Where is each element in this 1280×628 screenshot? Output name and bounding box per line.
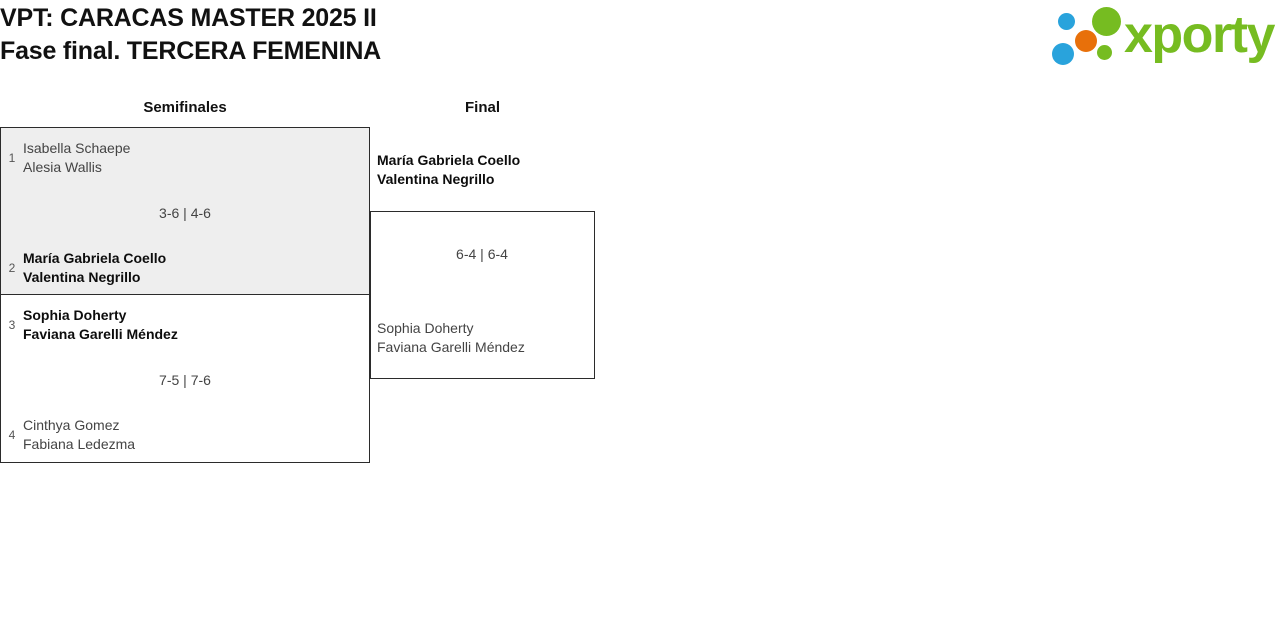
match-team-bottom[interactable]: 4 Cinthya Gomez Fabiana Ledezma [1,416,135,454]
logo-dot-green-small [1097,45,1112,60]
logo-dot-orange [1075,30,1097,52]
match-final[interactable] [370,211,595,379]
logo-dot-blue-bottom [1052,43,1074,65]
logo-wordmark: xporty [1124,6,1275,64]
match-score: 7-5 | 7-6 [159,372,211,388]
player-name: Cinthya Gomez [23,417,120,433]
final-team-loser[interactable]: Sophia Doherty Faviana Garelli Méndez [370,319,595,357]
team-players: Isabella Schaepe Alesia Wallis [23,139,130,177]
player-name: Sophia Doherty [377,320,474,336]
player-name: Faviana Garelli Méndez [23,326,178,342]
logo-dot-blue-top [1058,13,1075,30]
match-score: 3-6 | 4-6 [159,205,211,221]
player-name: María Gabriela Coello [377,152,521,168]
player-name: Sophia Doherty [23,307,127,323]
team-seed: 4 [8,428,16,442]
match-team-bottom[interactable]: 2 María Gabriela Coello Valentina Negril… [1,249,167,287]
tournament-name: VPT: CARACAS MASTER 2025 II [0,4,377,32]
final-team-winner[interactable]: María Gabriela Coello Valentina Negrillo [370,151,595,189]
player-name: María Gabriela Coello [23,250,167,266]
player-name: Faviana Garelli Méndez [377,339,525,355]
player-name: Fabiana Ledezma [23,436,136,452]
tournament-phase: Fase final. TERCERA FEMENINA [0,37,382,65]
team-seed: 3 [8,318,16,332]
round-heading-semifinals: Semifinales [143,99,227,116]
player-name: Alesia Wallis [23,159,102,175]
team-players: María Gabriela Coello Valentina Negrillo [23,249,166,287]
round-heading-final: Final [464,99,500,116]
team-seed: 1 [8,151,16,165]
page-header: VPT: CARACAS MASTER 2025 II Fase final. … [0,0,1280,85]
xporty-logo[interactable]: xporty [1050,4,1275,66]
player-name: Valentina Negrillo [377,171,495,187]
tournament-title-block: VPT: CARACAS MASTER 2025 II Fase final. … [0,2,900,68]
logo-dots-icon [1050,4,1128,66]
match-team-top[interactable]: 1 Isabella Schaepe Alesia Wallis [1,139,131,177]
match-team-top[interactable]: 3 Sophia Doherty Faviana Garelli Méndez [1,306,178,344]
logo-dot-green-large [1092,7,1121,36]
round-semifinals: 1 Isabella Schaepe Alesia Wallis 3-6 | 4… [0,127,370,463]
match-semifinal-1[interactable]: 1 Isabella Schaepe Alesia Wallis 3-6 | 4… [1,128,369,295]
match-semifinal-2[interactable]: 3 Sophia Doherty Faviana Garelli Méndez … [1,295,369,462]
team-seed: 2 [8,261,16,275]
player-name: Isabella Schaepe [23,140,131,156]
team-players: Cinthya Gomez Fabiana Ledezma [23,416,135,454]
final-match-score: 6-4 | 6-4 [456,246,508,262]
team-players: Sophia Doherty Faviana Garelli Méndez [23,306,178,344]
player-name: Valentina Negrillo [23,269,141,285]
